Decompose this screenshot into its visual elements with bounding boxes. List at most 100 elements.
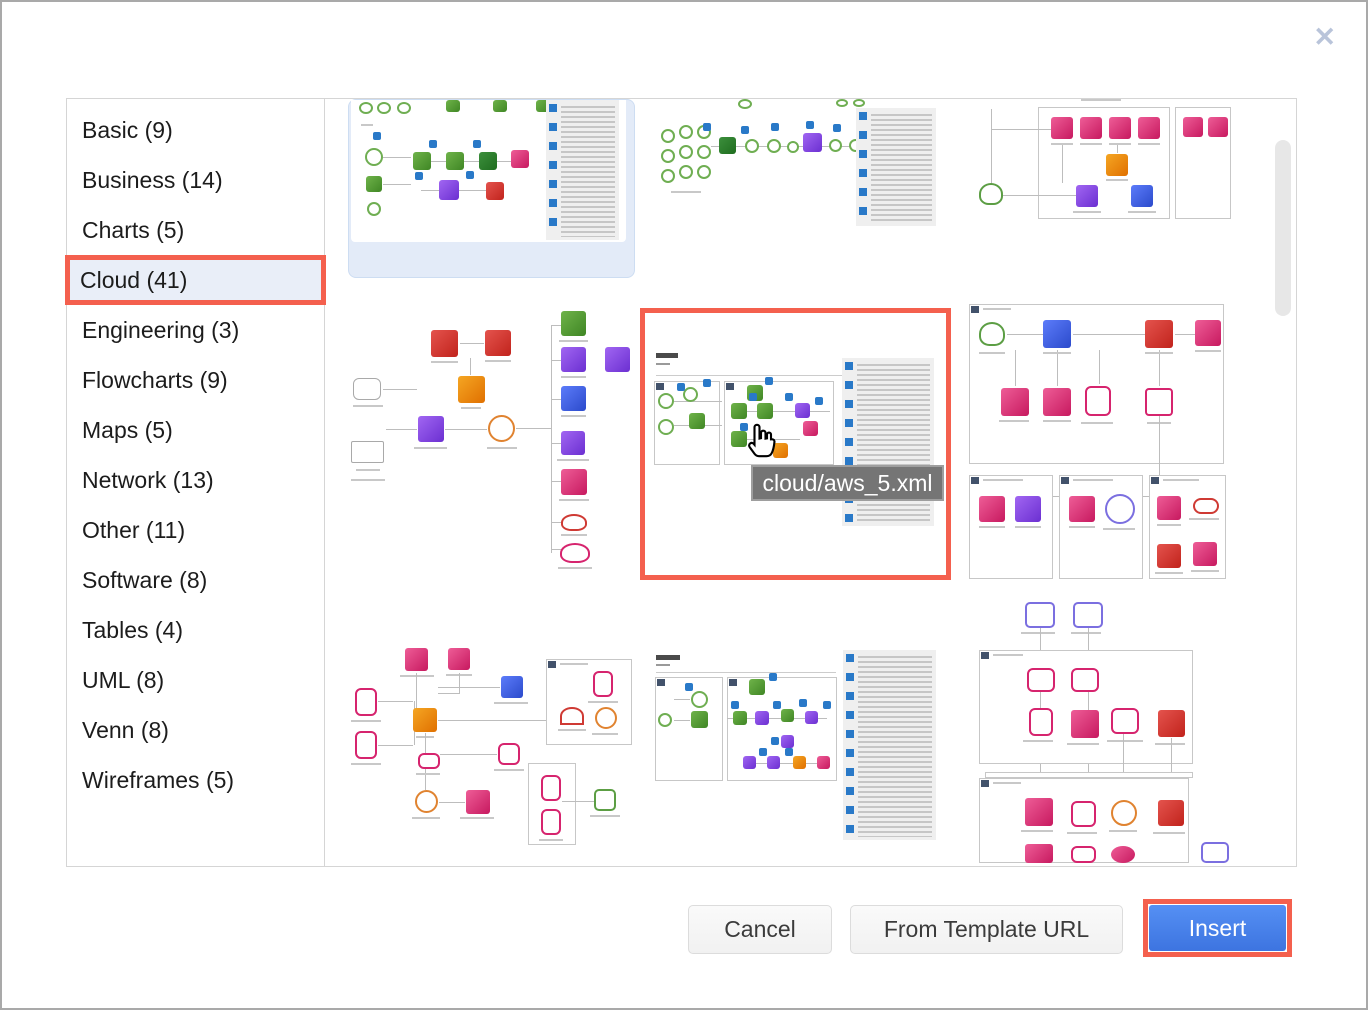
scrollbar-thumb[interactable] (1275, 140, 1291, 316)
diagram-shape (1158, 800, 1184, 826)
diagram-shape (991, 109, 992, 195)
diagram-shape (561, 415, 586, 417)
sidebar-item-flowcharts[interactable]: Flowcharts (9) (82, 367, 228, 393)
sidebar-item-uml[interactable]: UML (8) (82, 667, 165, 693)
diagram-shape (551, 360, 561, 361)
diagram-shape (1029, 708, 1053, 736)
sidebar-item-basic[interactable]: Basic (9) (82, 117, 173, 143)
diagram-shape (383, 184, 411, 185)
diagram-shape (431, 361, 458, 363)
diagram-shape (1131, 185, 1153, 207)
diagram-shape (560, 707, 584, 725)
diagram-shape (679, 125, 693, 139)
sidebar-item-cloud[interactable]: Cloud (41) (65, 255, 326, 305)
diagram-shape (494, 702, 528, 704)
diagram-shape (561, 431, 585, 455)
diagram-shape (1107, 740, 1143, 742)
template-thumbnail-1[interactable] (348, 99, 635, 278)
sidebar-item-business[interactable]: Business (14) (82, 167, 223, 193)
diagram-shape (470, 358, 471, 375)
sidebar-item-wireframes[interactable]: Wireframes (5) (82, 767, 235, 793)
diagram-shape (1080, 117, 1102, 139)
diagram-shape (487, 447, 517, 449)
diagram-shape (674, 699, 690, 700)
diagram-shape (1138, 117, 1160, 139)
diagram-shape (438, 687, 500, 688)
sidebar-item-network[interactable]: Network (13) (82, 467, 214, 493)
template-thumbnail-9[interactable] (963, 588, 1234, 863)
diagram-shape (445, 429, 487, 430)
diagram-shape (1051, 143, 1073, 145)
diagram-shape (1157, 496, 1181, 520)
diagram-shape (448, 648, 470, 670)
diagram-shape (473, 140, 481, 148)
template-thumbnail-6[interactable] (963, 300, 1234, 581)
cancel-button[interactable]: Cancel (688, 905, 832, 954)
diagram-shape (1071, 668, 1099, 692)
sidebar-item-engineering[interactable]: Engineering (3) (82, 317, 240, 343)
diagram-shape (759, 748, 767, 756)
diagram-shape (674, 720, 690, 721)
sidebar-item-software[interactable]: Software (8) (82, 567, 208, 593)
sidebar-item-venn[interactable]: Venn (8) (82, 717, 169, 743)
template-thumbnail-2[interactable] (653, 99, 938, 229)
diagram-shape (658, 713, 672, 727)
diagram-shape (1123, 734, 1124, 778)
diagram-shape (985, 772, 1193, 778)
diagram-shape (1128, 211, 1156, 213)
diagram-shape (383, 389, 417, 390)
diagram-shape (412, 817, 440, 819)
sidebar-item-tables[interactable]: Tables (4) (82, 617, 183, 643)
template-thumbnail-8[interactable] (643, 603, 938, 863)
diagram-shape (741, 126, 749, 134)
diagram-shape (1208, 117, 1228, 137)
insert-button[interactable]: Insert (1149, 905, 1286, 951)
sidebar-item-maps[interactable]: Maps (5) (82, 417, 173, 443)
diagram-shape (511, 150, 529, 168)
template-thumbnail-7[interactable] (348, 603, 633, 863)
diagram-shape (767, 139, 781, 153)
diagram-shape (351, 441, 384, 463)
diagram-shape (1067, 832, 1097, 834)
template-thumbnail-5[interactable]: cloud/aws_5.xml (640, 308, 951, 580)
diagram-shape (771, 737, 779, 745)
diagram-shape (479, 152, 497, 170)
diagram-shape (1071, 632, 1101, 634)
diagram-shape (1057, 350, 1058, 386)
diagram-shape (731, 431, 747, 447)
sidebar-item-other[interactable]: Other (11) (82, 517, 186, 543)
from-template-url-button[interactable]: From Template URL (850, 905, 1123, 954)
diagram-shape (560, 543, 590, 563)
template-thumbnail-3[interactable] (963, 99, 1235, 222)
diagram-shape (979, 322, 1005, 346)
diagram-shape (438, 720, 546, 721)
diagram-shape (829, 139, 842, 152)
template-grid: cloud/aws_5.xml (324, 98, 1297, 867)
diagram-shape (494, 769, 524, 771)
diagram-shape (1027, 668, 1055, 692)
diagram-shape (438, 693, 460, 694)
diagram-shape (377, 102, 391, 114)
template-thumbnail-4[interactable] (348, 303, 633, 581)
diagram-shape (785, 393, 793, 401)
insert-button-highlight: Insert (1143, 899, 1292, 957)
sidebar-item-charts[interactable]: Charts (5) (82, 217, 185, 243)
diagram-shape (378, 701, 413, 702)
diagram-shape (1040, 764, 1041, 778)
hand-cursor-icon (742, 421, 782, 461)
diagram-shape (983, 308, 1011, 310)
diagram-shape (558, 729, 586, 731)
diagram-shape (594, 789, 616, 811)
diagram-shape (1171, 738, 1172, 778)
diagram-shape (1043, 320, 1071, 348)
diagram-shape (551, 325, 552, 553)
diagram-shape (539, 839, 563, 841)
diagram-shape (685, 683, 693, 691)
diagram-shape (991, 129, 1053, 130)
close-icon[interactable]: ✕ (1313, 22, 1336, 52)
diagram-shape (731, 403, 747, 419)
diagram-shape (1061, 477, 1069, 484)
diagram-shape (418, 416, 444, 442)
diagram-shape (1073, 211, 1101, 213)
diagram-shape (971, 306, 979, 313)
